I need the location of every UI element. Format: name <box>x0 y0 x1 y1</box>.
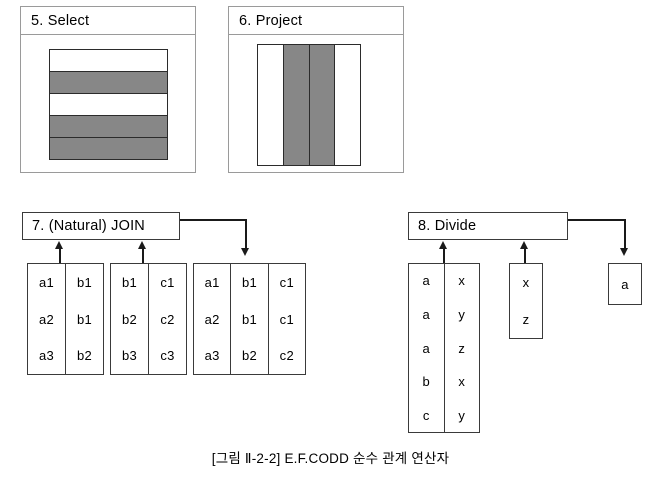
relation-cell: c <box>422 407 430 423</box>
relation-cell: b1 <box>241 274 258 290</box>
relation-cell: b <box>422 374 431 390</box>
join-input-table-2: b1 b2 b3 c1 c2 c3 <box>110 263 187 375</box>
relation-cell: b2 <box>121 311 138 327</box>
relation-column: a a a b c <box>409 264 445 432</box>
relation-column: x y z x y <box>445 264 480 432</box>
relation-column: c1 c1 c2 <box>269 264 305 374</box>
divide-input2-connector <box>524 248 526 264</box>
join-title-box: 7. (Natural) JOIN <box>22 212 180 240</box>
relation-cell: a3 <box>38 348 55 364</box>
divide-title-box: 8. Divide <box>408 212 568 240</box>
join-arrow-from-input1 <box>55 241 63 249</box>
relation-column: a1 a2 a3 <box>194 264 232 374</box>
panel-select: 5. Select <box>20 6 196 173</box>
relation-cell: b1 <box>121 274 138 290</box>
join-connector-horizontal <box>180 219 246 221</box>
panel-project-body <box>229 35 403 172</box>
relation-cell: a1 <box>204 274 220 290</box>
divide-arrow-from-input1 <box>439 241 447 249</box>
relation-column: c1 c2 c3 <box>149 264 186 374</box>
project-column <box>309 45 336 165</box>
relation-cell: a1 <box>38 274 55 290</box>
project-column-table <box>257 44 361 166</box>
select-stripe-row <box>50 94 167 116</box>
divide-arrow-from-input2 <box>520 241 528 249</box>
relation-column: a1 a2 a3 <box>28 264 66 374</box>
relation-cell: a3 <box>204 348 220 364</box>
join-arrow-into-result <box>241 248 249 256</box>
select-stripe-row <box>50 50 167 72</box>
join-input-table-1: a1 a2 a3 b1 b1 b2 <box>27 263 104 375</box>
select-stripe-table <box>49 49 168 160</box>
join-input1-connector <box>59 248 61 264</box>
relation-cell: b2 <box>241 348 258 364</box>
relation-cell: c2 <box>279 348 294 364</box>
join-arrow-from-input2 <box>138 241 146 249</box>
relation-cell: a2 <box>38 311 55 327</box>
divide-connector-horizontal <box>568 219 626 221</box>
join-input2-connector <box>142 248 144 264</box>
select-stripe-row <box>50 72 167 94</box>
panel-project-title: 6. Project <box>229 7 403 35</box>
relation-column: x z <box>510 264 542 338</box>
relation-cell: x <box>458 374 466 390</box>
relation-cell: b1 <box>241 311 258 327</box>
relation-cell: y <box>458 306 466 322</box>
panel-project: 6. Project <box>228 6 404 173</box>
relation-cell: c2 <box>160 311 175 327</box>
relation-cell: b3 <box>121 348 138 364</box>
relation-column: b1 b1 b2 <box>231 264 269 374</box>
relation-cell: y <box>458 407 466 423</box>
panel-select-body <box>21 35 195 172</box>
divide-input1-connector <box>443 248 445 264</box>
join-connector-vertical <box>245 219 247 250</box>
relation-cell: c1 <box>160 274 175 290</box>
relation-cell: x <box>458 273 466 289</box>
relation-column: b1 b2 b3 <box>111 264 149 374</box>
join-output-table: a1 a2 a3 b1 b1 b2 c1 c1 c2 <box>193 263 306 375</box>
relation-cell: x <box>522 275 530 290</box>
relation-cell: a <box>422 306 431 322</box>
relation-cell: c3 <box>160 348 175 364</box>
figure-caption: [그림 Ⅱ-2-2] E.F.CODD 순수 관계 연산자 <box>211 451 450 466</box>
relation-cell: a <box>422 340 431 356</box>
relation-cell: a <box>422 273 431 289</box>
relation-cell: c1 <box>279 274 294 290</box>
relation-cell: z <box>522 312 530 327</box>
relation-cell: b1 <box>76 311 93 327</box>
divide-connector-vertical <box>624 219 626 250</box>
project-column <box>335 45 360 165</box>
divide-arrow-into-result <box>620 248 628 256</box>
relation-column: b1 b1 b2 <box>66 264 103 374</box>
divide-output-table: a <box>608 263 642 305</box>
select-stripe-row <box>50 116 167 138</box>
relation-column: a <box>609 264 641 304</box>
project-column <box>258 45 284 165</box>
select-stripe-row <box>50 138 167 159</box>
relation-cell: b2 <box>76 348 93 364</box>
relation-cell: b1 <box>76 274 93 290</box>
project-column <box>283 45 310 165</box>
divide-input-table-1: a a a b c x y z x y <box>408 263 480 433</box>
relation-cell: a2 <box>204 311 220 327</box>
relation-cell: z <box>458 340 466 356</box>
relation-cell: a <box>621 276 629 292</box>
panel-select-title: 5. Select <box>21 7 195 35</box>
relation-cell: c1 <box>279 311 294 327</box>
divide-input-table-2: x z <box>509 263 543 339</box>
